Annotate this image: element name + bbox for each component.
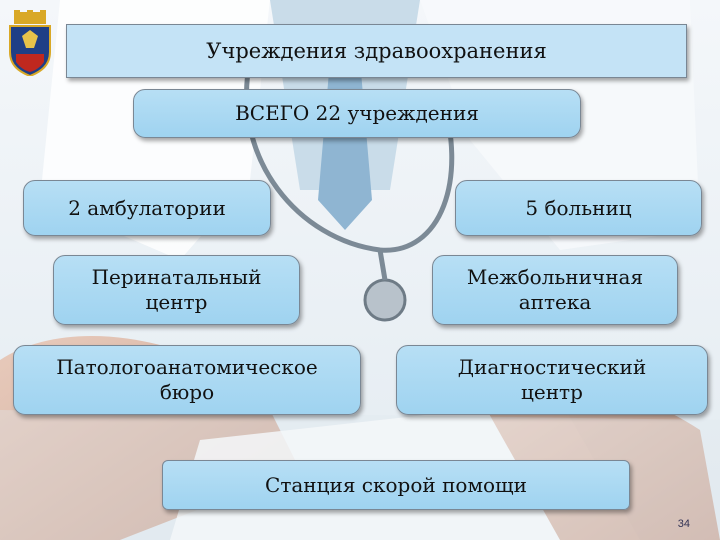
perinatal-center-box: Перинатальный центр <box>53 255 300 325</box>
city-emblem-icon <box>9 10 51 76</box>
total-box: ВСЕГО 22 учреждения <box>133 89 581 138</box>
perinatal-center-text: Перинатальный центр <box>91 265 262 314</box>
hospitals-text: 5 больниц <box>525 195 632 220</box>
ambulatories-box: 2 амбулатории <box>23 180 271 236</box>
diagnostic-center-text: Диагностический центр <box>457 355 647 404</box>
page-number: 34 <box>677 518 690 530</box>
pathology-bureau-box: Патологоанатомическое бюро <box>13 345 361 415</box>
hospitals-box: 5 больниц <box>455 180 702 236</box>
pharmacy-text: Межбольничная аптека <box>466 265 644 314</box>
ambulance-station-box: Станция скорой помощи <box>162 460 630 510</box>
title-box: Учреждения здравоохранения <box>66 24 687 78</box>
pharmacy-box: Межбольничная аптека <box>432 255 678 325</box>
diagnostic-center-box: Диагностический центр <box>396 345 708 415</box>
pathology-bureau-text: Патологоанатомическое бюро <box>56 355 318 404</box>
title-text: Учреждения здравоохранения <box>206 38 547 63</box>
ambulatories-text: 2 амбулатории <box>68 195 226 220</box>
ambulance-station-text: Станция скорой помощи <box>265 472 527 497</box>
total-text: ВСЕГО 22 учреждения <box>235 101 479 125</box>
